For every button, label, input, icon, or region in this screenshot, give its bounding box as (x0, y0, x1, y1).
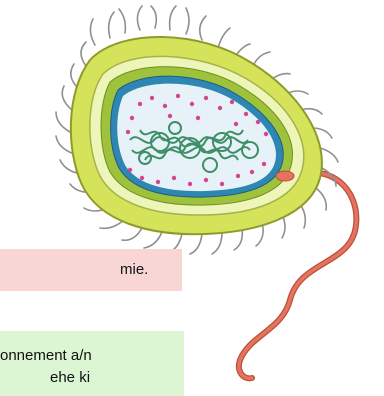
green-note: onnement a/n ehe ki (0, 331, 184, 396)
pink-note: mie. (0, 249, 182, 291)
basal-body (276, 171, 294, 181)
green-note-line1: onnement a/n (0, 347, 92, 365)
green-note-line2: ehe ki (50, 369, 90, 387)
pink-note-text: mie. (120, 261, 148, 278)
